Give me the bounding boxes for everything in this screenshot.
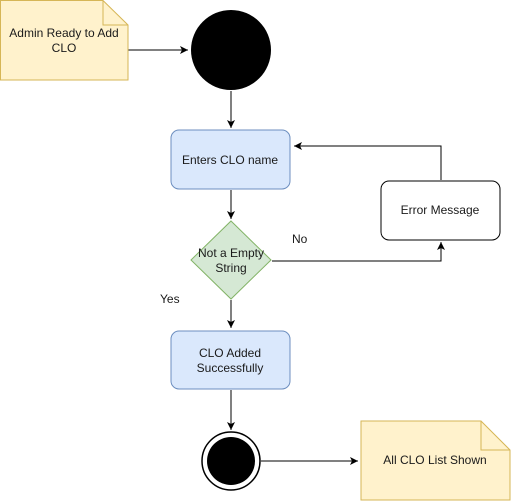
decision-diamond xyxy=(190,220,272,300)
end-note-shape xyxy=(360,420,511,501)
end-note: All CLO List Shown xyxy=(360,420,511,501)
start-note-text-line1: Admin Ready to Add xyxy=(9,26,118,40)
final-node-core xyxy=(207,437,255,485)
decision-no-label: No xyxy=(292,232,308,246)
activity-clo-added: CLO Added Successfully xyxy=(170,330,291,390)
edge-error-to-enter-name xyxy=(294,142,442,180)
end-note-fold xyxy=(480,421,510,451)
decision-not-empty: Not a Empty String xyxy=(190,220,272,300)
activity-enter-clo-name-label: Enters CLO name xyxy=(182,153,278,167)
final-node xyxy=(201,431,261,491)
start-note: Admin Ready to Add CLO xyxy=(0,0,129,81)
activity-enter-clo-name: Enters CLO name xyxy=(170,129,291,190)
start-note-text-line2: CLO xyxy=(52,41,77,55)
end-note-text: All CLO List Shown xyxy=(383,453,486,467)
start-note-fold xyxy=(102,0,128,26)
start-note-shape xyxy=(0,0,129,81)
decision-text-line1: Not a Empty xyxy=(198,246,264,260)
activity-clo-added-box xyxy=(170,330,291,390)
activity-clo-added-line2: Successfully xyxy=(197,361,264,375)
connectors xyxy=(128,46,445,465)
activity-error-message-label: Error Message xyxy=(401,203,480,217)
edge-decision-no-to-error xyxy=(272,242,445,262)
decision-text-line2: String xyxy=(215,261,246,275)
initial-node xyxy=(191,10,271,90)
activity-error-message: Error Message xyxy=(380,180,501,241)
activity-enter-clo-name-box xyxy=(170,129,291,190)
decision-yes-label: Yes xyxy=(160,292,180,306)
activity-error-message-box xyxy=(380,180,501,241)
activity-clo-added-line1: CLO Added xyxy=(199,346,261,360)
